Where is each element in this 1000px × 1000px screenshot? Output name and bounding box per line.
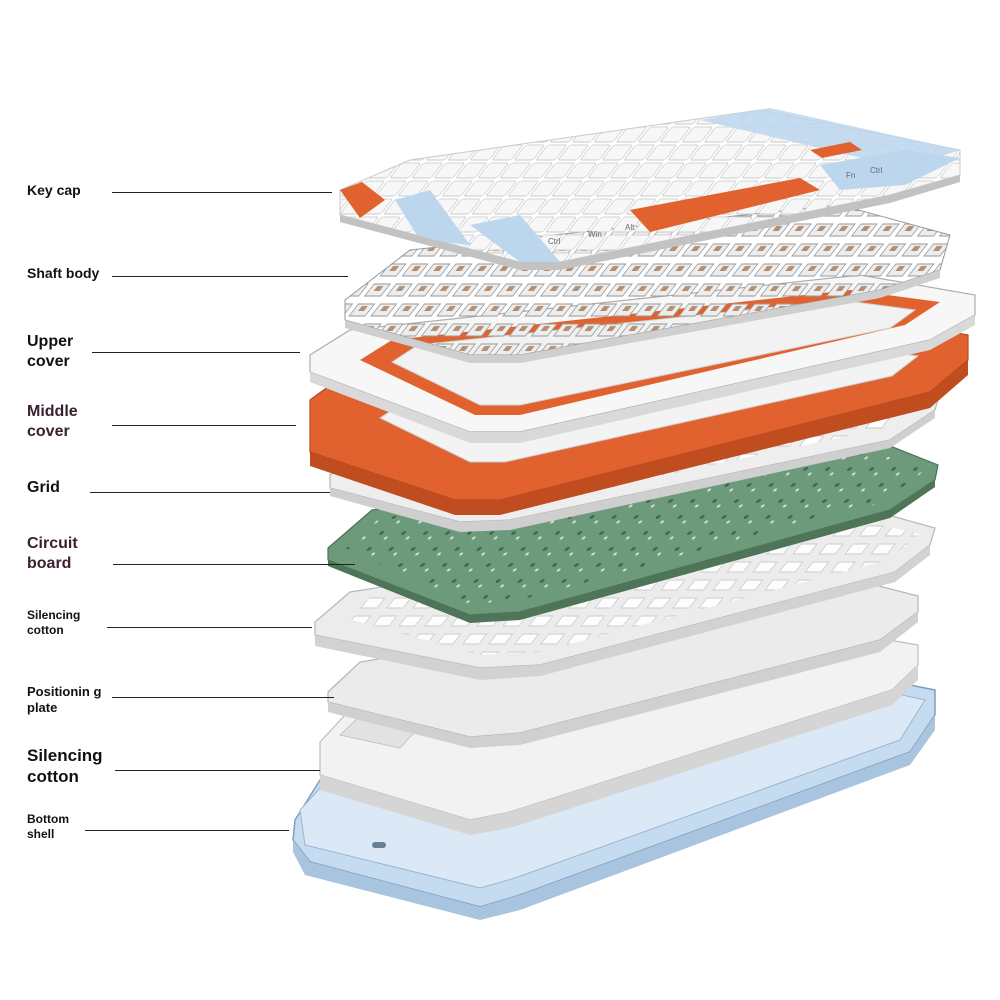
- label-grid: Grid: [27, 479, 60, 496]
- label-middle-cover: Middle cover: [27, 403, 78, 440]
- label-circuit-board: Circuit board: [27, 535, 78, 572]
- label-key-cap: Key cap: [27, 182, 81, 198]
- leader-silencing-cotton-1: [107, 627, 312, 628]
- label-shaft-body: Shaft body: [27, 265, 100, 281]
- upper-cover-layer: [309, 274, 976, 443]
- keycap-ctrl-right-legend: Ctrl: [870, 166, 883, 175]
- key-cap-layer: Ctrl Win Alt Fn Ctrl: [339, 108, 961, 270]
- keycap-win-legend: Win: [588, 230, 602, 239]
- leader-circuit-board: [113, 564, 355, 565]
- leader-grid: [90, 492, 330, 493]
- label-bottom-shell: Bottom shell: [27, 812, 69, 841]
- leader-bottom-shell: [85, 830, 289, 831]
- label-silencing-cotton-1: Silencing cotton: [27, 608, 81, 637]
- leader-shaft-body: [112, 276, 348, 277]
- usb-port-icon: [372, 842, 386, 848]
- leader-positioning-plate: [112, 697, 334, 698]
- leader-middle-cover: [112, 425, 296, 426]
- keycap-alt-legend: Alt: [625, 223, 635, 232]
- label-upper-cover: Upper cover: [27, 333, 74, 370]
- label-positioning-plate: Positionin g plate: [27, 684, 102, 716]
- leader-silencing-cotton-2: [115, 770, 320, 771]
- keycap-fn-legend: Fn: [846, 171, 855, 180]
- leader-upper-cover: [92, 352, 300, 353]
- leader-key-cap: [112, 192, 332, 193]
- label-silencing-cotton-2: Silencing cotton: [27, 746, 103, 787]
- keycap-ctrl-legend: Ctrl: [548, 237, 561, 246]
